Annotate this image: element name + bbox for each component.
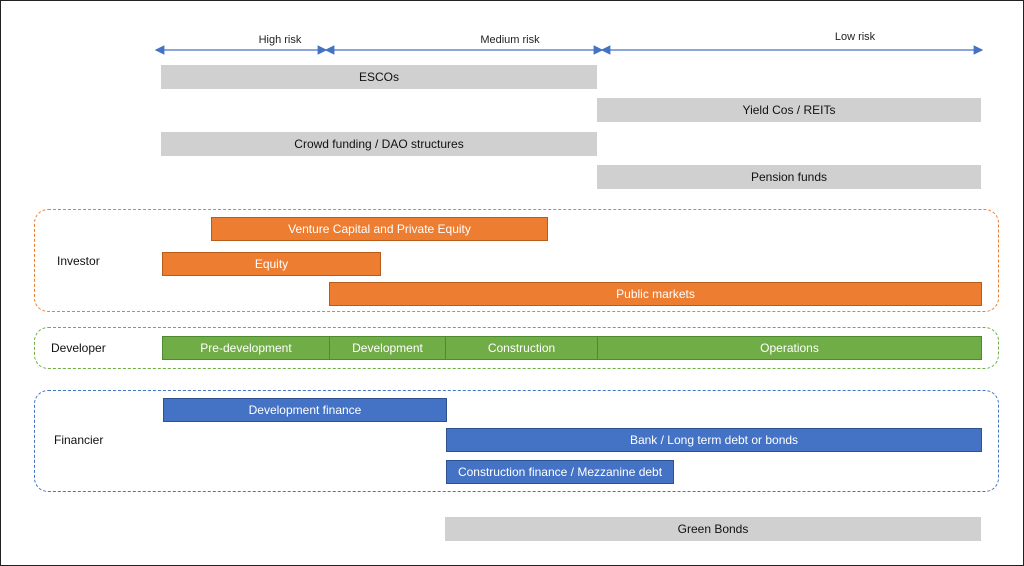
- financier-label: Financier: [54, 433, 104, 447]
- investor-label: Investor: [57, 254, 100, 268]
- stage-pre-development: Pre-development: [162, 336, 330, 360]
- development-finance-bar: Development finance: [163, 398, 447, 422]
- developer-group: [34, 327, 999, 369]
- developer-label: Developer: [51, 341, 106, 355]
- public-markets-bar: Public markets: [329, 282, 982, 306]
- equity-bar: Equity: [162, 252, 381, 276]
- green-bonds-bar: Green Bonds: [445, 517, 981, 541]
- construction-finance-bar: Construction finance / Mezzanine debt: [446, 460, 674, 484]
- medium-risk-label: Medium risk: [480, 34, 540, 46]
- stage-development: Development: [329, 336, 446, 360]
- low-risk-label: Low risk: [834, 31, 876, 43]
- venture-capital-bar: Venture Capital and Private Equity: [211, 217, 548, 241]
- escos-bar: ESCOs: [161, 65, 597, 89]
- pension-funds-bar: Pension funds: [597, 165, 981, 189]
- stage-operations: Operations: [597, 336, 982, 360]
- investor-group: [34, 209, 999, 312]
- stage-construction: Construction: [445, 336, 598, 360]
- yield-cos-bar: Yield Cos / REITs: [597, 98, 981, 122]
- bank-long-term-debt-bar: Bank / Long term debt or bonds: [446, 428, 982, 452]
- financier-group: [34, 390, 999, 492]
- crowd-funding-bar: Crowd funding / DAO structures: [161, 132, 597, 156]
- high-risk-label: High risk: [258, 34, 302, 46]
